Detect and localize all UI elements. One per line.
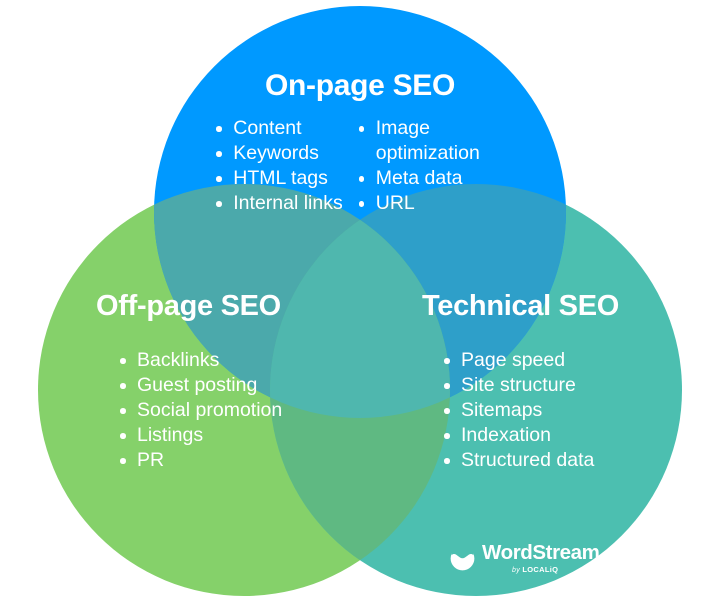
venn-circles-svg: [38, 6, 682, 596]
venn-diagram: On-page SEO Content Keywords HTML tags I…: [38, 6, 682, 596]
